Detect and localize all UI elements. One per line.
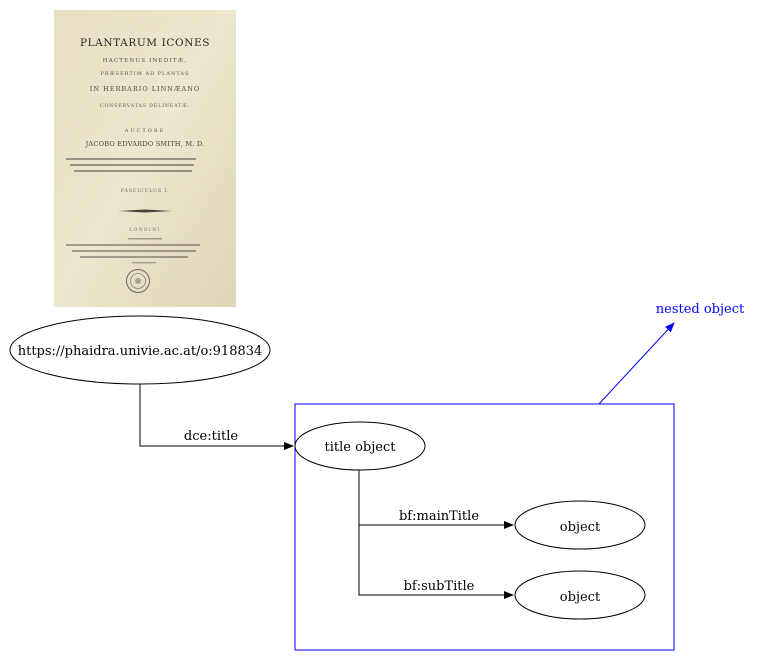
book-caption-line: CONSERVATAS DELINEATÆ. bbox=[100, 103, 190, 109]
book-caption-line: IN HERBARIO LINNÆANO bbox=[90, 85, 200, 93]
resource-node-label: https://phaidra.univie.ac.at/o:918834 bbox=[18, 344, 263, 359]
book-caption-line: HACTENUS INEDITÆ, bbox=[103, 58, 188, 64]
title-object-node bbox=[294, 421, 426, 471]
sub-title-object-node bbox=[514, 570, 646, 620]
book-caption-line: FASCICULUS I. bbox=[121, 188, 170, 194]
sub-title-object-label: object bbox=[560, 590, 601, 605]
title-object-label: title object bbox=[325, 440, 397, 455]
edge-bf-subtitle-label: bf:subTitle bbox=[404, 579, 475, 594]
book-caption-line: AUCTORE bbox=[124, 128, 166, 134]
main-title-object-node bbox=[514, 500, 646, 550]
book-caption-line: PRÆSERTIM AD PLANTAS bbox=[101, 71, 190, 77]
book-title-page-image: PLANTARUM ICONES HACTENUS INEDITÆ, PRÆSE… bbox=[54, 10, 236, 307]
book-caption-line: JACOBO EDVARDO SMITH, M. D. bbox=[85, 140, 205, 148]
nested-object-arrow bbox=[598, 322, 675, 405]
edge-dce-title bbox=[139, 384, 294, 450]
edge-dce-title-label: dce:title bbox=[184, 429, 238, 444]
book-title-line: PLANTARUM ICONES bbox=[80, 37, 210, 49]
edge-bf-maintitle-label: bf:mainTitle bbox=[399, 509, 479, 524]
book-caption-line: LONDINI bbox=[129, 227, 161, 233]
nested-object-box bbox=[294, 403, 675, 651]
edge-bf-subtitle bbox=[358, 525, 514, 599]
main-title-object-label: object bbox=[560, 520, 601, 535]
nested-object-label: nested object bbox=[656, 302, 745, 317]
